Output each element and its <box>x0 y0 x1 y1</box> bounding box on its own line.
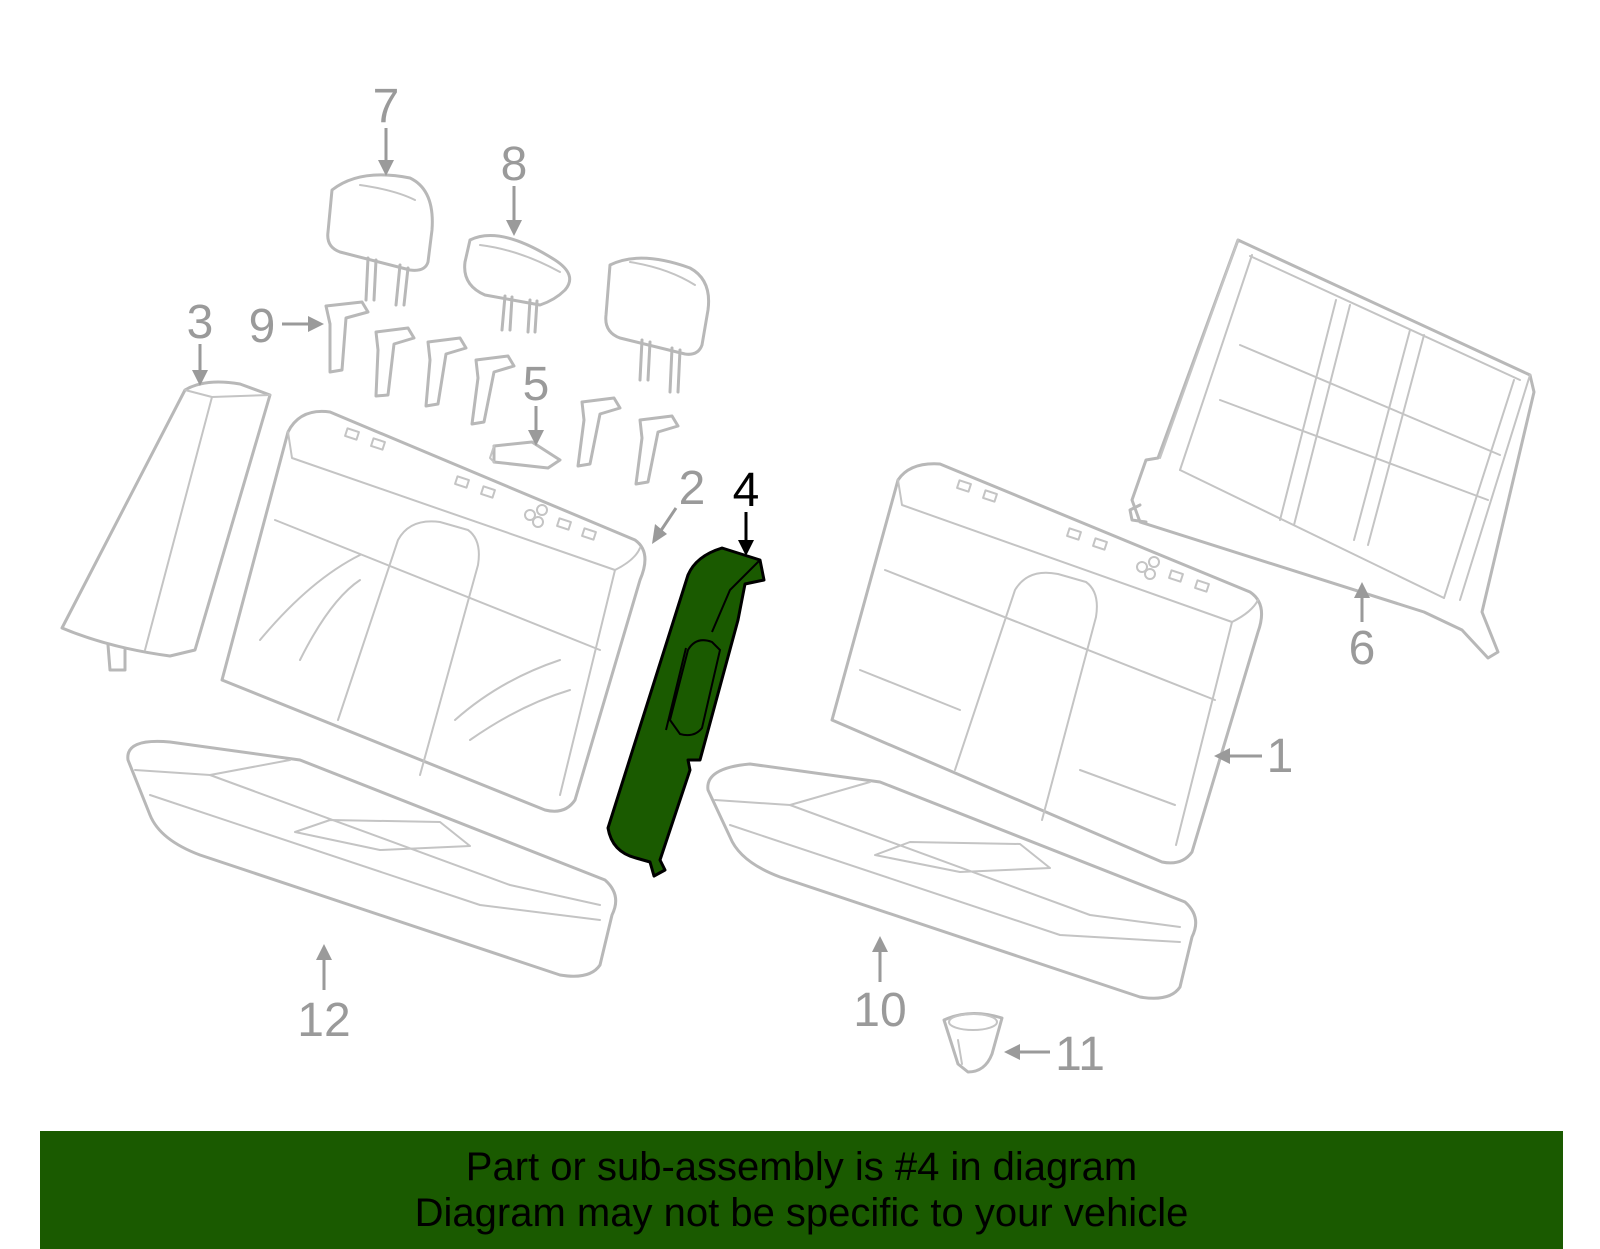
part-right-headrest <box>604 256 711 394</box>
banner-line-1: Part or sub-assembly is #4 in diagram <box>465 1145 1138 1189</box>
part-2-left-seatback <box>220 409 647 813</box>
callout-12: 12 <box>297 944 351 1047</box>
callout-8-label: 8 <box>501 138 528 191</box>
info-banner: Part or sub-assembly is #4 in diagram Di… <box>40 1131 1563 1249</box>
callout-12-label: 12 <box>297 994 350 1047</box>
callout-6-label: 6 <box>1349 622 1376 675</box>
callout-5-label: 5 <box>523 358 550 411</box>
callout-3-label: 3 <box>187 296 214 349</box>
part-6-frame <box>1128 238 1536 660</box>
callout-1-label: 1 <box>1267 730 1294 783</box>
callout-3: 3 <box>187 296 214 386</box>
part-3-side-bolster <box>60 380 272 672</box>
callout-11-label: 11 <box>1055 1028 1105 1081</box>
part-10-right-cushion <box>706 762 1198 1000</box>
part-4-highlighted-trim <box>606 546 766 878</box>
callout-8: 8 <box>501 138 528 236</box>
callout-4: 4 <box>733 464 760 556</box>
part-8-center-headrest <box>463 234 572 334</box>
callout-6: 6 <box>1349 582 1376 675</box>
callout-10-label: 10 <box>853 984 906 1037</box>
callout-1: 1 <box>1214 730 1293 783</box>
callout-9: 9 <box>249 300 324 353</box>
callout-9-label: 9 <box>249 300 276 353</box>
callout-4-label: 4 <box>733 464 760 517</box>
callout-10: 10 <box>853 936 907 1037</box>
part-11-cup-holder <box>942 1012 1004 1074</box>
part-5-bracket <box>489 440 562 470</box>
part-1-right-seatback <box>830 462 1264 865</box>
part-7-headrest <box>326 173 434 307</box>
banner-line-2: Diagram may not be specific to your vehi… <box>414 1191 1189 1235</box>
callout-11: 11 <box>1004 1028 1105 1081</box>
callout-2-label: 2 <box>679 462 706 515</box>
part-12-left-cushion <box>126 739 618 978</box>
callout-5: 5 <box>523 358 550 446</box>
callout-7-label: 7 <box>373 80 400 133</box>
callout-2: 2 <box>652 462 705 544</box>
callout-7: 7 <box>373 80 400 176</box>
part-9-headrest-guides <box>324 300 680 486</box>
